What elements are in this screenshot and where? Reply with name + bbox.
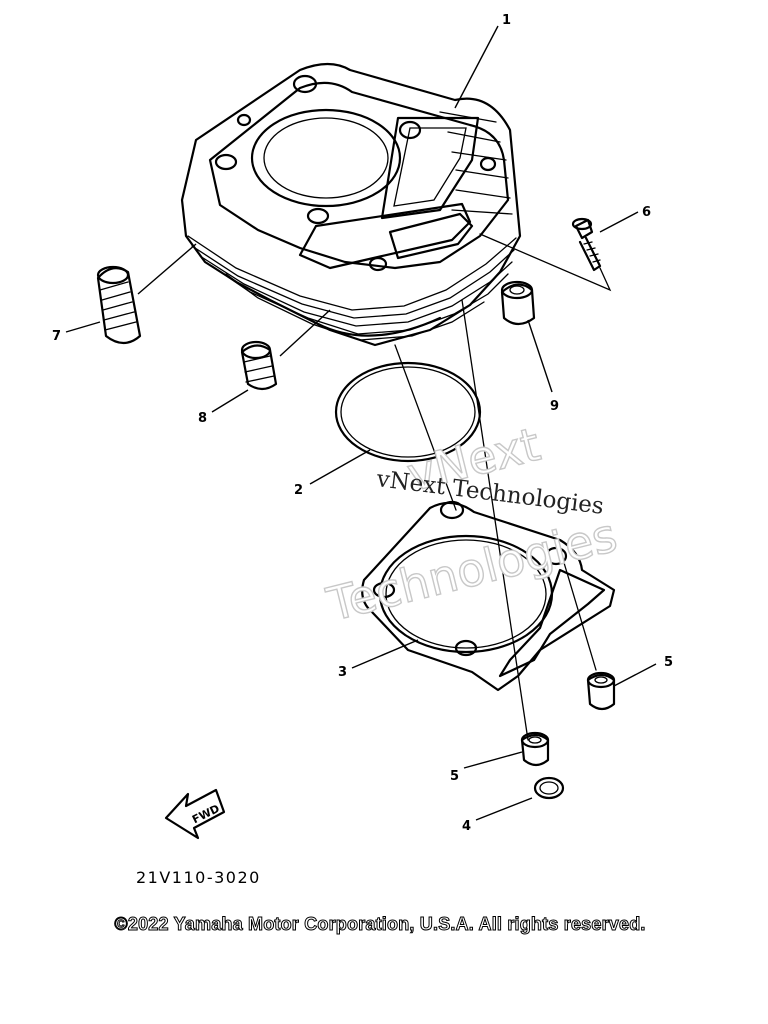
o-ring-small-illustration: [533, 776, 565, 800]
cylinder-illustration: [180, 62, 522, 347]
stud-bolt-8-illustration: [240, 340, 278, 391]
bolt-illustration: [571, 217, 602, 272]
callout-7: 7: [52, 329, 61, 344]
leader-lines: [65, 25, 657, 821]
callout-3: 3: [338, 665, 347, 680]
stud-bolt-7-illustration: [96, 265, 142, 345]
o-ring-large-illustration: [334, 361, 482, 463]
dowel-pin-5b-illustration: [520, 731, 550, 767]
callout-6: 6: [642, 205, 651, 220]
watermark: vNext Technologies vNext Technologies: [321, 416, 623, 632]
forward-arrow-icon: FWD: [164, 788, 226, 840]
callout-9: 9: [550, 399, 559, 414]
callouts: 1 2 3 4 5 5 6 7 8 9: [52, 13, 673, 834]
callout-1: 1: [502, 13, 511, 28]
assembly-lines: [394, 233, 612, 741]
callout-5a: 5: [450, 769, 459, 784]
dowel-pin-9-illustration: [500, 280, 536, 326]
cylinder-gasket-illustration: [361, 500, 616, 692]
copyright-notice: ©2022 Yamaha Motor Corporation, U.S.A. A…: [114, 914, 646, 935]
callout-4: 4: [462, 819, 471, 834]
callout-2: 2: [294, 483, 303, 498]
callout-8: 8: [198, 411, 207, 426]
callout-5b: 5: [664, 655, 673, 670]
catalog-code: 21V110-3020: [136, 868, 261, 887]
dowel-pin-5a-illustration: [586, 671, 616, 711]
